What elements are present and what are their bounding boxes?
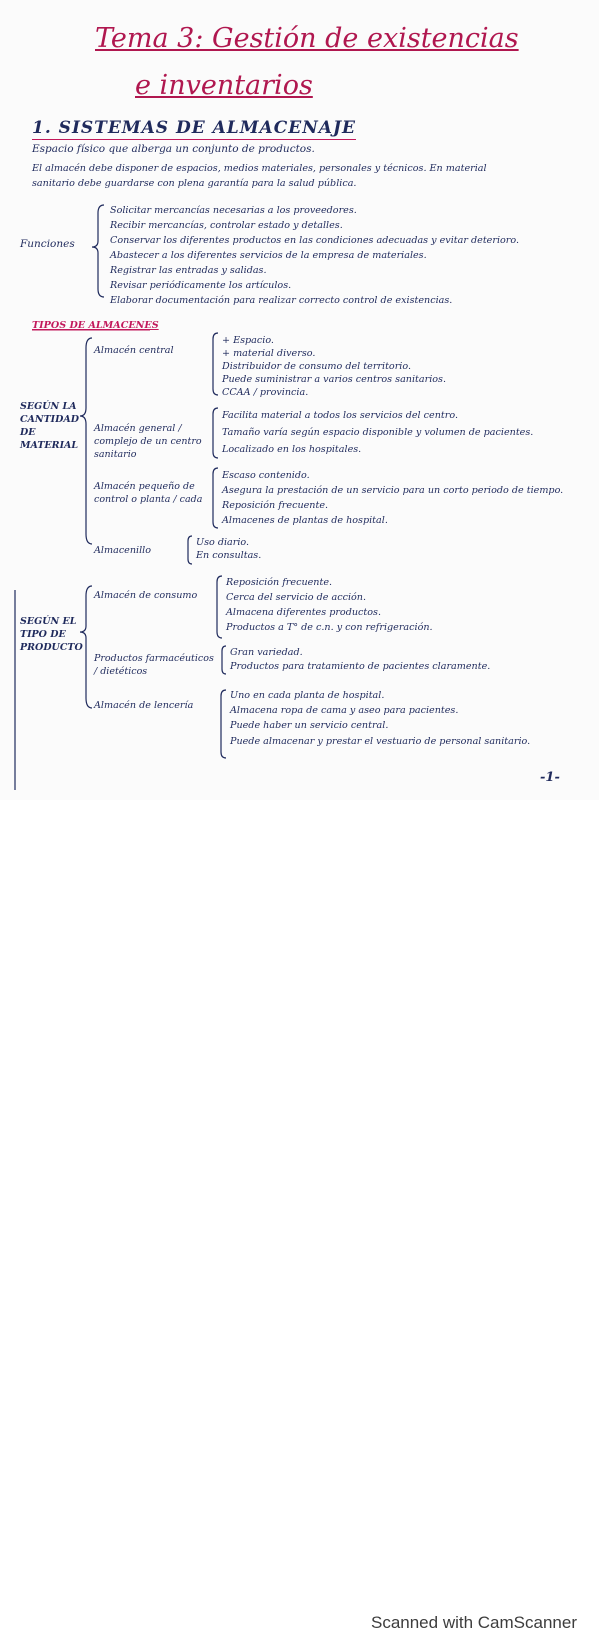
central-item: CCAA / provincia. [222,387,309,398]
intro-line-3: sanitario debe guardarse con plena garan… [32,178,357,189]
central-item: Puede suministrar a varios centros sanit… [222,374,447,385]
central-item: + Espacio. [222,335,274,346]
funcion-item: Conservar los diferentes productos en la… [110,235,520,246]
planta-item: Escaso contenido. [222,470,310,481]
almacenillo-label: Almacenillo [94,545,152,556]
general-item: Tamaño varía según espacio disponible y … [222,427,534,438]
funcion-item: Revisar periódicamente los artículos. [110,280,292,291]
consumo-item: Almacena diferentes productos. [226,607,381,618]
lenceria-item: Puede haber un servicio central. [230,720,389,731]
almacen-planta-label: Almacén pequeño de control o planta / ca… [94,481,203,505]
page-number: -1- [540,770,560,785]
consumo-item: Productos a T° de c.n. y con refrigeraci… [226,622,433,633]
farmacia-item: Gran variedad. [230,647,303,658]
intro-line-1: Espacio físico que alberga un conjunto d… [32,143,315,155]
section-heading: 1. SISTEMAS DE ALMACENAJE [32,118,356,140]
lenceria-item: Puede almacenar y prestar el vestuario d… [230,736,531,747]
funcion-item: Abastecer a los diferentes servicios de … [110,250,427,261]
funcion-item: Registrar las entradas y salidas. [110,265,267,276]
scanner-footer: Scanned with CamScanner [0,800,599,1632]
planta-item: Reposición frecuente. [222,500,329,511]
funcion-item: Recibir mercancías, controlar estado y d… [110,220,343,231]
almacen-consumo-label: Almacén de consumo [94,590,198,601]
almacenillo-item: Uso diario. [196,537,250,548]
tipos-heading: TIPOS DE ALMACENES [32,320,159,331]
general-item: Localizado en los hospitales. [222,444,362,455]
funcion-item: Solicitar mercancías necesarias a los pr… [110,205,357,216]
consumo-item: Cerca del servicio de acción. [226,592,367,603]
planta-item: Asegura la prestación de un servicio par… [222,485,564,496]
farmacia-item: Productos para tratamiento de pacientes … [230,661,491,672]
almacen-general-label: Almacén general / complejo de un centro … [94,423,202,460]
page-subtitle: e inventarios [135,70,313,101]
almacen-central-label: Almacén central [94,345,174,356]
consumo-item: Reposición frecuente. [226,577,333,588]
almacen-farmacia-label: Productos farmacéuticos / dietéticos [94,653,214,677]
central-item: Distribuidor de consumo del territorio. [222,361,412,372]
general-item: Facilita material a todos los servicios … [222,410,459,421]
funciones-label: Funciones [20,238,75,250]
group-label-producto: SEGÚN EL TIPO DE PRODUCTO [20,616,83,653]
intro-line-2: El almacén debe disponer de espacios, me… [32,163,487,174]
almacen-lenceria-label: Almacén de lencería [94,700,194,711]
almacenillo-item: En consultas. [196,550,262,561]
central-item: + material diverso. [222,348,316,359]
lenceria-item: Almacena ropa de cama y aseo para pacien… [230,705,459,716]
planta-item: Almacenes de plantas de hospital. [222,515,388,526]
scanned-page: Tema 3: Gestión de existencias e inventa… [0,0,599,800]
page-title: Tema 3: Gestión de existencias [95,23,519,54]
scanner-watermark: Scanned with CamScanner [370,1613,577,1632]
lenceria-item: Uno en cada planta de hospital. [230,690,385,701]
funcion-item: Elaborar documentación para realizar cor… [110,295,453,306]
group-label-material: SEGÚN LA CANTIDAD DE MATERIAL [20,401,79,451]
